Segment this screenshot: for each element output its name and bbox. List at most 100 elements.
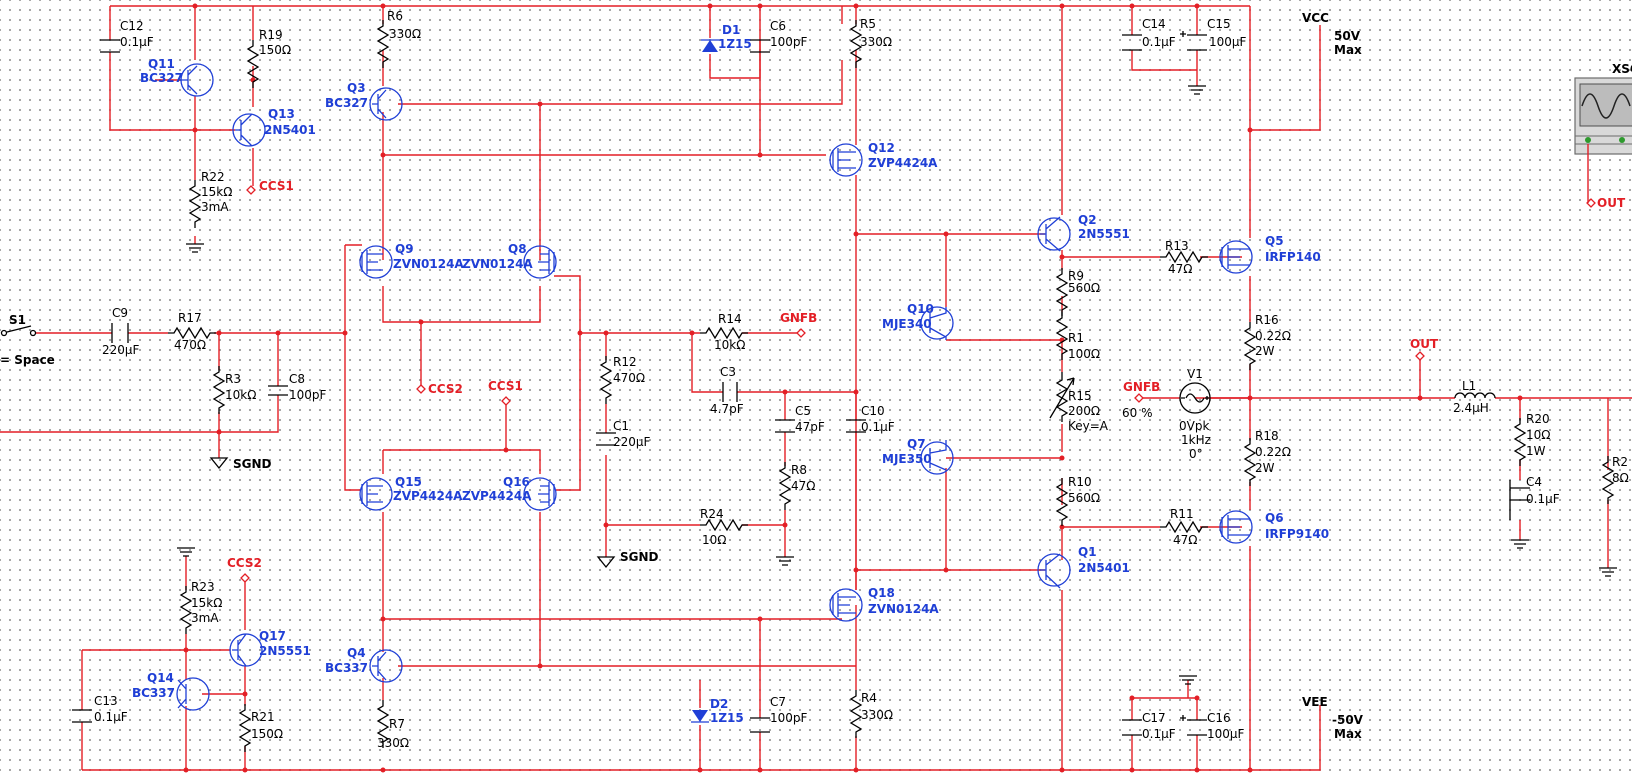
r20-symbol	[1514, 417, 1526, 467]
c17-symbol	[1122, 719, 1142, 736]
q9-symbol	[359, 245, 393, 279]
svg-text:0.1µF: 0.1µF	[1526, 492, 1560, 506]
svg-text:10Ω: 10Ω	[702, 533, 726, 547]
svg-text:S1: S1	[9, 313, 26, 327]
svg-text:2N5401: 2N5401	[264, 123, 316, 137]
q11-symbol	[180, 63, 214, 97]
q12-symbol	[829, 143, 863, 177]
ground-icon	[186, 243, 204, 253]
svg-text:Q18: Q18	[868, 586, 895, 600]
mosfets	[359, 143, 1253, 622]
svg-text:150Ω: 150Ω	[251, 727, 283, 741]
svg-text:Q14: Q14	[147, 671, 174, 685]
svg-text:330Ω: 330Ω	[389, 27, 421, 41]
svg-text:SGND: SGND	[233, 457, 272, 471]
svg-text:220µF: 220µF	[613, 435, 651, 449]
svg-text:0.1µF: 0.1µF	[1142, 727, 1176, 741]
c15-symbol	[1180, 31, 1207, 51]
svg-text:CCS2: CCS2	[227, 556, 262, 570]
d2-symbol	[692, 710, 708, 722]
bjts	[176, 63, 1071, 711]
svg-text:Q2: Q2	[1078, 213, 1097, 227]
svg-text:100pF: 100pF	[770, 35, 808, 49]
svg-text:R5: R5	[860, 17, 876, 31]
svg-text:R13: R13	[1165, 239, 1189, 253]
svg-text:OUT: OUT	[1597, 196, 1626, 210]
q7-symbol	[920, 440, 954, 475]
svg-text:50V: 50V	[1334, 29, 1361, 43]
svg-text:C14: C14	[1142, 17, 1166, 31]
c1-symbol	[596, 432, 616, 446]
svg-text:330Ω: 330Ω	[861, 708, 893, 722]
svg-text:2N5551: 2N5551	[259, 644, 311, 658]
svg-text:47Ω: 47Ω	[791, 479, 815, 493]
svg-text:560Ω: 560Ω	[1068, 281, 1100, 295]
svg-text:2W: 2W	[1255, 344, 1275, 358]
svg-text:Q10: Q10	[907, 302, 934, 316]
svg-text:SGND: SGND	[620, 550, 659, 564]
c9-symbol	[111, 323, 129, 343]
svg-text:C10: C10	[861, 404, 885, 418]
svg-text:0.1µF: 0.1µF	[861, 420, 895, 434]
svg-text:0°: 0°	[1189, 447, 1203, 461]
svg-text:1Z15: 1Z15	[718, 37, 752, 51]
diodes	[691, 39, 719, 723]
svg-text:R12: R12	[613, 355, 637, 369]
svg-text:-50V: -50V	[1332, 713, 1364, 727]
r22-symbol	[189, 179, 201, 229]
svg-text:ZVN0124A: ZVN0124A	[462, 257, 533, 271]
grounds	[177, 85, 1617, 685]
svg-text:GNFB: GNFB	[1123, 380, 1160, 394]
c3-symbol	[722, 382, 738, 402]
svg-text:8Ω: 8Ω	[1612, 471, 1629, 485]
q4-symbol	[369, 649, 403, 683]
svg-text:BC337: BC337	[325, 661, 368, 675]
svg-text:CCS2: CCS2	[428, 382, 463, 396]
svg-text:V1: V1	[1187, 367, 1203, 381]
svg-text:60 %: 60 %	[1122, 406, 1153, 420]
ground-icon	[1511, 539, 1529, 549]
svg-text:2.4µH: 2.4µH	[1453, 401, 1489, 415]
net-labels: CCS1 CCS1 CCS2 CCS2 GNFB GNFB OUT OUT SG…	[227, 11, 1632, 741]
svg-text:R19: R19	[259, 28, 283, 42]
svg-text:ZVP4424A: ZVP4424A	[462, 489, 532, 503]
svg-text:C8: C8	[289, 372, 305, 386]
q3-symbol	[369, 87, 403, 121]
svg-text:10kΩ: 10kΩ	[714, 338, 745, 352]
r17-symbol	[167, 327, 217, 339]
svg-text:330Ω: 330Ω	[377, 736, 409, 750]
oscilloscope-xsc[interactable]	[1574, 77, 1632, 203]
c13-symbol	[72, 709, 92, 723]
svg-text:Q16: Q16	[503, 475, 530, 489]
svg-text:150Ω: 150Ω	[259, 43, 291, 57]
svg-text:R21: R21	[251, 710, 275, 724]
r14-symbol	[699, 327, 749, 339]
r23-symbol	[180, 585, 192, 635]
svg-text:R1: R1	[1068, 331, 1084, 345]
svg-text:= Space: = Space	[0, 353, 55, 367]
svg-text:C1: C1	[613, 419, 629, 433]
svg-text:D2: D2	[710, 697, 728, 711]
c6-symbol	[750, 39, 770, 53]
ground-icon	[1179, 675, 1197, 685]
q14-symbol	[176, 677, 210, 711]
r18-symbol	[1244, 437, 1256, 487]
component-labels: C12 0.1µF R19 150Ω Q11 BC327 Q13 2N5401 …	[0, 9, 1629, 750]
svg-text:MJE350: MJE350	[882, 452, 932, 466]
switch-s1[interactable]	[0, 325, 37, 337]
svg-text:BC327: BC327	[325, 96, 368, 110]
junctions	[183, 3, 1523, 773]
resistors	[167, 19, 1614, 753]
svg-text:0Vpk: 0Vpk	[1179, 419, 1209, 433]
c8-symbol	[268, 385, 288, 396]
svg-text:C7: C7	[770, 695, 786, 709]
sgnd-ground-icon	[596, 556, 616, 569]
q2-symbol	[1037, 216, 1071, 252]
svg-text:330Ω: 330Ω	[860, 35, 892, 49]
svg-text:0.22Ω: 0.22Ω	[1255, 445, 1291, 459]
svg-text:0.1µF: 0.1µF	[1142, 35, 1176, 49]
svg-text:C4: C4	[1526, 475, 1542, 489]
svg-text:D1: D1	[722, 23, 740, 37]
svg-text:2N5551: 2N5551	[1078, 227, 1130, 241]
